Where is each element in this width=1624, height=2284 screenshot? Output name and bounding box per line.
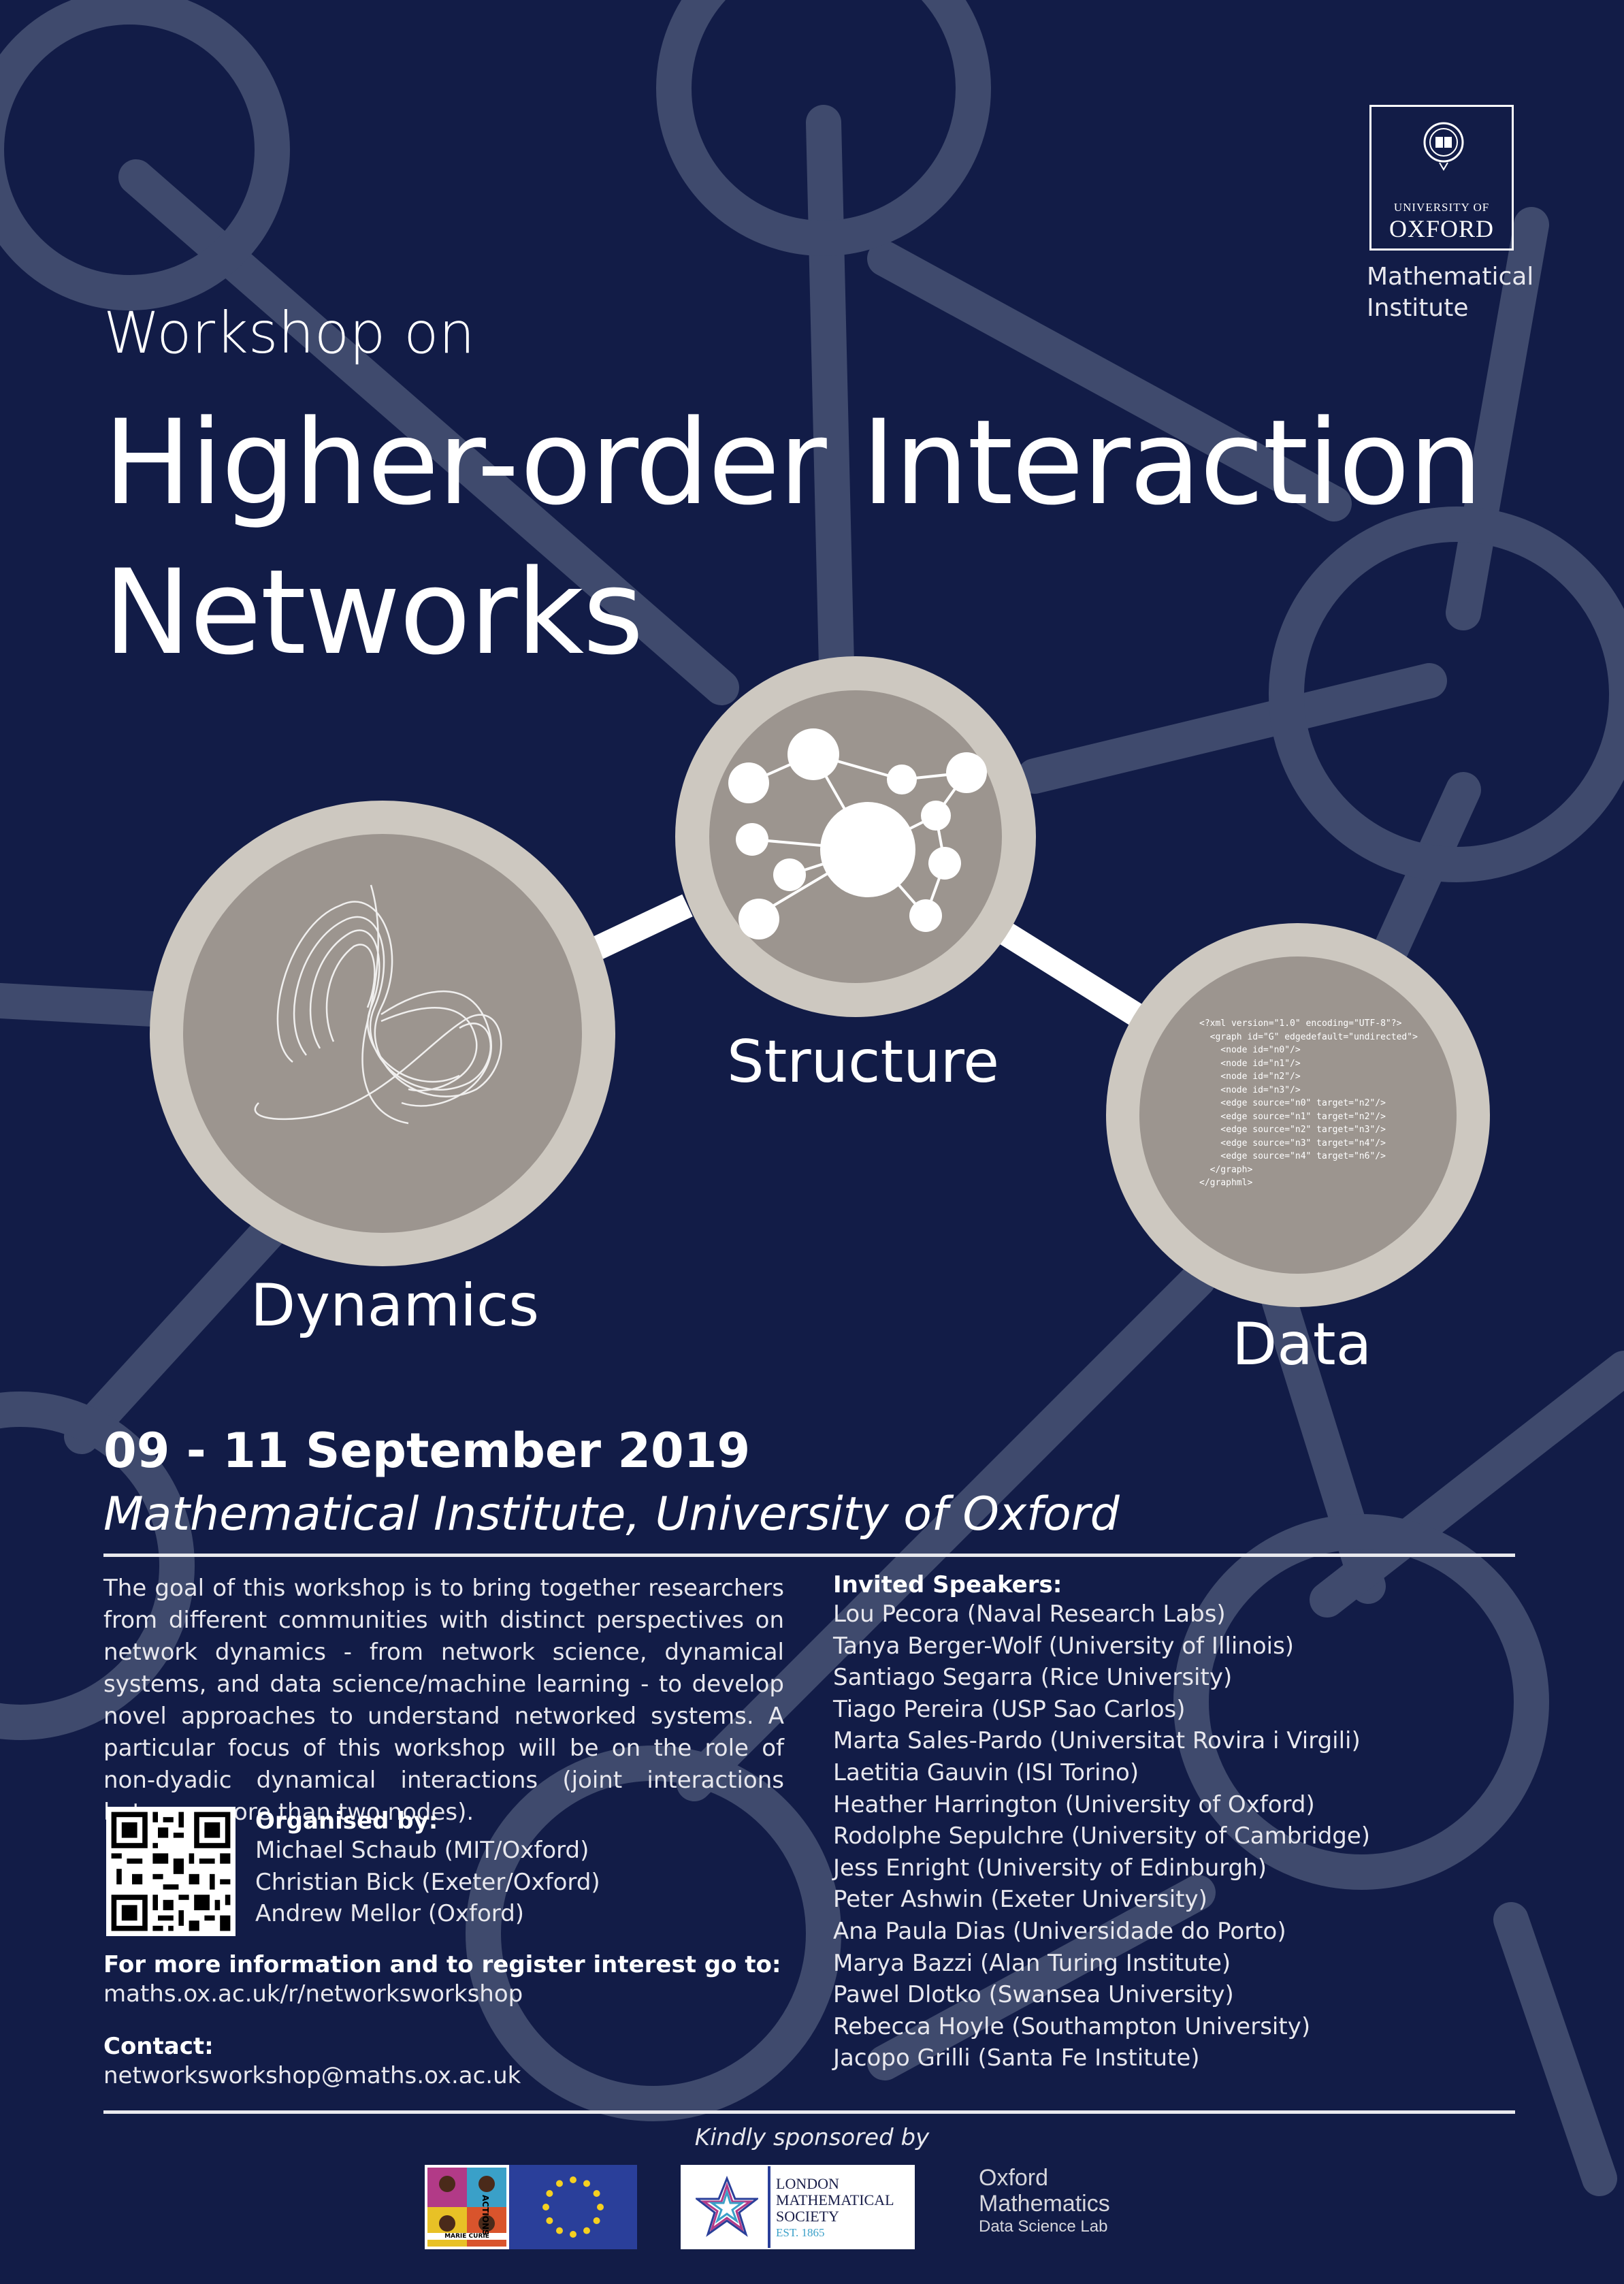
qr-code-icon[interactable] [106, 1807, 236, 1936]
speaker-item: Jacopo Grilli (Santa Fe Institute) [833, 2044, 1200, 2072]
eu-star-icon [556, 2227, 563, 2234]
xml-line: </graph> [1199, 1164, 1253, 1175]
lms-logo: LONDON MATHEMATICAL SOCIETY EST. 1865 [681, 2165, 915, 2249]
lms-line1: LONDON [776, 2175, 839, 2192]
organiser-item: Andrew Mellor (Oxford) [255, 1900, 525, 1927]
event-date: 09 - 11 September 2019 [103, 1423, 751, 1479]
eu-flag-icon [509, 2165, 637, 2249]
xml-line: <edge source="n2" target="n3"/> [1199, 1125, 1386, 1135]
organisers: Organised by: Michael Schaub (MIT/Oxford… [255, 1807, 600, 1930]
xml-line: <edge source="n0" target="n2"/> [1199, 1098, 1386, 1108]
info-url-link[interactable]: maths.ox.ac.uk/r/networksworkshop [103, 1980, 523, 2008]
xml-line: <edge source="n1" target="n2"/> [1199, 1111, 1386, 1122]
eu-star-icon [597, 2204, 604, 2210]
lms-divider [768, 2166, 770, 2248]
speaker-item: Peter Ashwin (Exeter University) [833, 1886, 1207, 1914]
eu-star-icon [542, 2204, 549, 2210]
organiser-item: Michael Schaub (MIT/Oxford) [255, 1837, 589, 1864]
speaker-item: Marya Bazzi (Alan Turing Institute) [833, 1949, 1231, 1977]
sponsor-label: Kindly sponsored by [694, 2124, 930, 2151]
msca-eu-logo: MARIE CURIE ACTIONS [425, 2165, 637, 2249]
oxford-department: Mathematical Institute [1367, 261, 1533, 324]
oxm-line1: Oxford [979, 2165, 1049, 2191]
speaker-item: Heather Harrington (University of Oxford… [833, 1790, 1315, 1818]
speaker-item: Santiago Segarra (Rice University) [833, 1664, 1233, 1692]
department-line2: Institute [1367, 294, 1469, 322]
oxford-maths-dsl-logo: Oxford Mathematics Data Science Lab [979, 2165, 1110, 2237]
speakers-heading: Invited Speakers: [833, 1571, 1062, 1598]
dynamics-label: Dynamics [250, 1272, 540, 1340]
eu-star-icon [546, 2217, 553, 2224]
xml-line: <edge source="n4" target="n6"/> [1199, 1151, 1386, 1161]
speaker-item: Jess Enright (University of Edinburgh) [833, 1854, 1267, 1882]
structure-circle [675, 656, 1036, 1017]
event-venue: Mathematical Institute, University of Ox… [103, 1487, 1120, 1541]
speaker-item: Laetitia Gauvin (ISI Torino) [833, 1758, 1139, 1786]
speaker-item: Marta Sales-Pardo (Universitat Rovira i … [833, 1727, 1361, 1755]
speaker-item: Tanya Berger-Wolf (University of Illinoi… [833, 1632, 1295, 1660]
xml-line: </graphml> [1199, 1178, 1253, 1188]
oxford-logo-line2: OXFORD [1388, 215, 1495, 242]
divider-top [103, 1554, 1515, 1557]
lms-line2: MATHEMATICAL [776, 2191, 894, 2208]
data-circle [1106, 923, 1490, 1307]
xml-line: <node id="n2"/> [1199, 1072, 1301, 1082]
msca-portrait-icon [427, 2168, 506, 2247]
info-heading: For more information and to register int… [103, 1951, 781, 1978]
contact-heading: Contact: [103, 2033, 214, 2060]
xml-line: <graph id="G" edgedefault="undirected"> [1199, 1031, 1418, 1042]
eu-star-icon [556, 2180, 563, 2187]
speaker-item: Rodolphe Sepulchre (University of Cambri… [833, 1822, 1371, 1850]
dynamics-circle [150, 801, 615, 1266]
lms-est: EST. 1865 [776, 2226, 825, 2239]
oxm-line3: Data Science Lab [979, 2217, 1108, 2236]
eu-star-icon [583, 2227, 590, 2234]
speaker-item: Rebecca Hoyle (Southampton University) [833, 2012, 1311, 2040]
divider-bottom [103, 2110, 1515, 2114]
lms-star-icon [696, 2176, 758, 2237]
oxford-logo: UNIVERSITY OF OXFORD [1369, 105, 1514, 251]
organisers-heading: Organised by: [255, 1807, 438, 1835]
xml-line: <node id="n3"/> [1199, 1084, 1301, 1095]
msca-line2: ACTIONS [481, 2195, 490, 2236]
intro-text: Workshop on [103, 300, 475, 366]
eu-star-icon [570, 2231, 576, 2238]
msca-line1: MARIE CURIE [427, 2233, 506, 2240]
description: The goal of this workshop is to bring to… [103, 1575, 784, 1826]
xml-line: <node id="n1"/> [1199, 1058, 1301, 1069]
eu-star-icon [593, 2190, 600, 2197]
page-title: Higher-order Interaction Networks [103, 388, 1483, 688]
speaker-item: Tiago Pereira (USP Sao Carlos) [833, 1695, 1186, 1723]
oxford-logo-line1: UNIVERSITY OF [1393, 201, 1490, 214]
attractor-icon [254, 884, 502, 1125]
contact-section: Contact: networksworkshop@maths.ox.ac.uk [103, 2033, 521, 2092]
department-line1: Mathematical [1367, 263, 1534, 291]
info-section: For more information and to register int… [103, 1951, 781, 2010]
organiser-item: Christian Bick (Exeter/Oxford) [255, 1868, 600, 1896]
speaker-item: Pawel Dlotko (Swansea University) [833, 1981, 1234, 2009]
oxm-line2: Mathematics [979, 2191, 1110, 2217]
title-line1: Higher-order Interaction [103, 394, 1483, 531]
lms-line3: SOCIETY [776, 2208, 839, 2225]
xml-snippet: <?xml version="1.0" encoding="UTF-8"?> <… [1199, 1017, 1424, 1190]
xml-line: <node id="n0"/> [1199, 1045, 1301, 1055]
eu-star-icon [570, 2176, 576, 2183]
data-label: Data [1232, 1310, 1372, 1379]
xml-line: <edge source="n3" target="n4"/> [1199, 1138, 1386, 1148]
speaker-item: Lou Pecora (Naval Research Labs) [833, 1601, 1226, 1628]
structure-label: Structure [727, 1028, 1000, 1096]
eu-star-icon [593, 2217, 600, 2224]
eu-star-icon [546, 2190, 553, 2197]
speaker-item: Ana Paula Dias (Universidade do Porto) [833, 1917, 1286, 1945]
speakers-section: Invited Speakers: Lou Pecora (Naval Rese… [833, 1571, 1370, 2074]
title-line2: Networks [103, 544, 644, 681]
contact-email-link[interactable]: networksworkshop@maths.ox.ac.uk [103, 2062, 521, 2089]
xml-line: <?xml version="1.0" encoding="UTF-8"?> [1199, 1018, 1402, 1029]
oxford-crest-icon [1423, 122, 1464, 171]
lms-text: LONDON MATHEMATICAL SOCIETY EST. 1865 [776, 2176, 894, 2241]
eu-star-icon [583, 2180, 590, 2187]
